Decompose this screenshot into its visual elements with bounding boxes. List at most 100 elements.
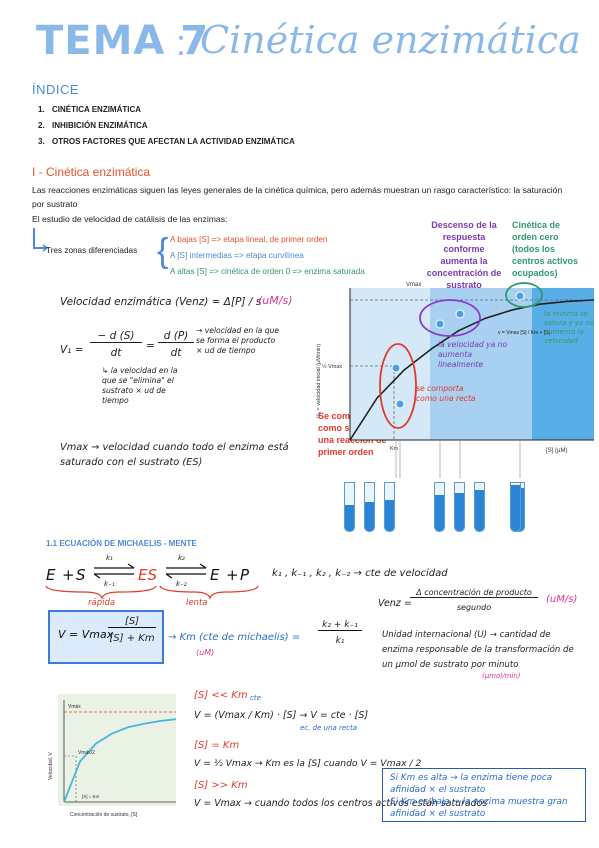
velocity-units: (uM/s) [258, 294, 293, 307]
venz-units: (uM/s) [546, 594, 578, 605]
zones-brace: { [157, 232, 169, 270]
y-axis-label: V₀ = velocidad inicial (µM/min) [316, 344, 322, 418]
half-vmax-label: ½ Vmax [322, 363, 342, 370]
v1-eq2-den: dt [170, 347, 182, 359]
case3-equation: V = Vmax → cuando todos los centros acti… [194, 798, 488, 809]
test-tube [364, 482, 375, 532]
zone-low: A bajas [S] => etapa lineal, de primer o… [170, 235, 328, 244]
test-tube [384, 482, 395, 532]
data-point [515, 291, 525, 301]
equilibrium-arrows-icon [93, 563, 135, 579]
km-label: [S] = Km [82, 794, 100, 799]
x-axis-label: Concentración de sustrato, [S] [70, 812, 138, 818]
zone-first-order [350, 288, 430, 440]
test-tubes [330, 482, 599, 534]
subsection-heading: 1.1 ECUACIÓN DE MICHAELIS - MENTE [46, 539, 197, 548]
reaction-e: E [46, 566, 56, 584]
annotation-purple: Descenso de la respuesta conforme aument… [426, 220, 502, 290]
test-tube [344, 482, 355, 532]
case1-note: ec. de una recta [300, 724, 358, 732]
page-subtitle: Cinética enzimática [200, 18, 581, 62]
test-tube [454, 482, 465, 532]
index-heading: ÍNDICE [32, 82, 80, 97]
k1-label: k₁ [106, 554, 113, 562]
km-label: Km [390, 446, 399, 452]
zone-high: A altas [S] => cinética de orden 0 => en… [170, 267, 365, 276]
half-vmax-label: Vmáx/2 [78, 750, 95, 756]
data-point [455, 309, 465, 319]
case3-condition: [S] >> Km [194, 780, 248, 791]
saturation-chart: Vmax ½ Vmax Km [S] (µM) V₀ = velocidad i… [316, 282, 595, 478]
toc-item[interactable]: 2.INHIBICIÓN ENZIMÁTICA [38, 121, 148, 130]
test-tube [474, 482, 485, 532]
case2-equation: V = ½ Vmax → Km es la [S] cuando V = Vma… [194, 758, 422, 769]
km-affinity-box [382, 768, 586, 822]
data-point [435, 319, 445, 329]
km-den: k₁ [335, 636, 345, 646]
test-tube [434, 482, 445, 532]
case1-cte: cte [250, 694, 261, 702]
intro-paragraph: Las reacciones enzimáticas siguen las le… [32, 185, 563, 209]
v1-lhs: V₁ = [60, 344, 84, 356]
note-curvilinear: la velocidad ya no aumenta linealmente [438, 340, 508, 369]
v1-eq1-den: dt [110, 347, 122, 359]
km-affinity-text: Si Km es alta → la enzima tiene poca afi… [390, 773, 568, 819]
test-tube [510, 482, 521, 532]
v1-eq2-num: d (P) [158, 330, 194, 343]
note-saturation: la enzima se satura y ya no aumenta la v… [544, 310, 595, 345]
vmax-definition: Vmax → velocidad cuando todo el enzima e… [60, 442, 289, 468]
v1-eq1-num: − d (S) [90, 330, 142, 343]
zone-mixed [430, 288, 532, 440]
reaction-plus: + [62, 566, 75, 584]
toc-item[interactable]: 1.CINÉTICA ENZIMÁTICA [38, 105, 142, 114]
rapida-label: rápida [88, 598, 116, 608]
mm-den: [S] + Km [109, 633, 155, 644]
toc-item[interactable]: 3.OTROS FACTORES QUE AFECTAN LA ACTIVIDA… [38, 137, 295, 146]
study-paragraph: El estudio de velocidad de catálisis de … [32, 214, 228, 224]
michaelis-chart: Vmáx Vmáx/2 [S] = Km Velocidad, V Concen… [48, 694, 177, 818]
km2-label: k₋₂ [176, 580, 187, 588]
km-num: k₂ + k₋₁ [318, 620, 362, 631]
zones-label: Tres zonas diferenciadas [46, 246, 138, 255]
data-point [391, 363, 401, 373]
zone-zero-order [532, 288, 594, 440]
zone-mid: A [S] intermedias => etapa curvilínea [170, 251, 304, 260]
unit-units: (µmol/min) [482, 672, 521, 680]
section-heading: I - Cinética enzimática [32, 165, 151, 179]
lenta-label: lenta [186, 598, 208, 608]
page-title: TEMA 7 [36, 18, 210, 64]
equilibrium-arrows-icon [165, 563, 207, 579]
rate-constants: k₁ , k₋₁ , k₂ , k₋₂ → cte de velocidad [272, 568, 448, 579]
unit-definition: Unidad internacional (U) → cantidad de e… [382, 630, 574, 670]
x-axis-label: [S] (µM) [546, 448, 567, 454]
table-of-contents: 1.CINÉTICA ENZIMÁTICA 2.INHIBICIÓN ENZIM… [38, 102, 295, 150]
zones-arrow-icon [33, 228, 49, 252]
michaelis-curve [63, 718, 177, 803]
case1-equation: V = (Vmax / Km) · [S] → V = cte · [S] [194, 710, 369, 721]
mm-inline-formula: v = Vmax [S] / Km + [S] [498, 330, 551, 336]
saturation-curve [349, 299, 595, 441]
velocity-definition: Velocidad enzimática (Venz) = Δ[P] / s [60, 296, 262, 308]
reaction-e2: E [210, 566, 220, 584]
venz-num: Δ concentración de producto [410, 588, 538, 598]
y-axis-label: Velocidad, V [48, 752, 54, 780]
mm-num: [S] [108, 616, 156, 628]
vmax-label: Vmáx [68, 704, 81, 710]
mm-lhs: V = Vmax [58, 628, 114, 641]
k2-label: k₂ [178, 554, 185, 562]
venz-den: segundo [456, 603, 492, 612]
venz-lhs: Venz = [378, 598, 412, 609]
reaction-p: P [240, 566, 250, 584]
underline-braces [45, 585, 259, 600]
vmax-label: Vmax [406, 282, 421, 288]
reaction-s: S [76, 566, 86, 584]
reaction-plus2: + [226, 566, 239, 584]
km1-label: k₋₁ [104, 580, 115, 588]
km-units: (uM) [196, 648, 215, 657]
reaction-es: ES [138, 566, 157, 584]
v1-note-product: → velocidad en la que se forma el produc… [196, 326, 280, 355]
red-circle [379, 343, 417, 429]
michaelis-menten-box [48, 610, 164, 664]
annotation-green: Cinética de orden cero (todos los centro… [512, 220, 579, 278]
data-point [395, 399, 405, 409]
